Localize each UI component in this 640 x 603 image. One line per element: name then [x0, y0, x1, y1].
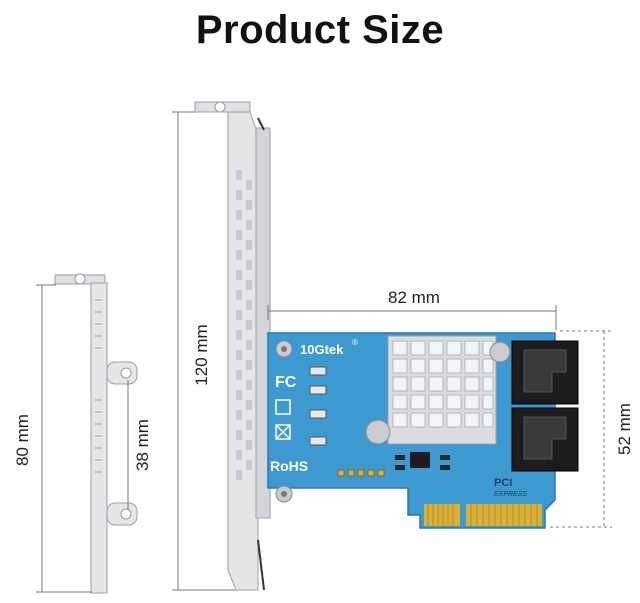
gold-fingers	[424, 504, 542, 526]
fc-mark: FC	[275, 374, 297, 391]
dimension-80mm: 80 mm	[13, 284, 92, 593]
full-height-bracket	[194, 101, 271, 591]
sata-connector-top	[511, 340, 579, 405]
dim-label-card-height: 52 mm	[615, 403, 634, 455]
rohs-mark: RoHS	[270, 458, 308, 474]
dim-label-full-bracket: 120 mm	[192, 324, 211, 385]
pcie-mark: PCI	[494, 477, 512, 489]
dimension-38mm: 38 mm	[127, 380, 152, 510]
express-mark: EXPRESS	[494, 491, 527, 498]
heatsink	[387, 335, 497, 445]
recycle-icon	[275, 399, 291, 415]
dim-label-slot: 38 mm	[133, 419, 152, 471]
sata-connector-bottom	[511, 407, 579, 472]
dimension-82mm: 82 mm	[267, 288, 557, 330]
page-title: Product Size	[195, 8, 445, 52]
pcie-card: 10Gtek ® FC RoHS	[267, 332, 579, 529]
dim-label-card-width: 82 mm	[388, 288, 440, 307]
dimension-120mm: 120 mm	[172, 111, 235, 591]
weee-icon	[275, 424, 291, 440]
brand-registered-mark: ®	[352, 338, 358, 347]
brand-logo-text: 10Gtek	[300, 342, 344, 357]
dim-label-low-bracket: 80 mm	[13, 414, 32, 466]
low-profile-bracket	[54, 273, 138, 594]
dimension-52mm: 52 mm	[550, 330, 634, 528]
